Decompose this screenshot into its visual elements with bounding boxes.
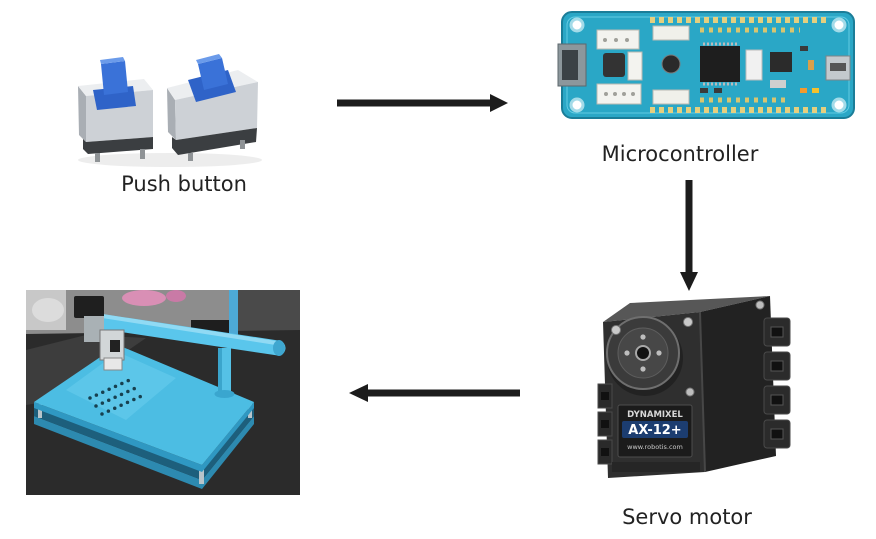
support-pole-base [214, 390, 235, 398]
button-base [172, 128, 257, 155]
standoff [38, 404, 42, 418]
screw-icon [683, 317, 693, 327]
white-component [745, 49, 763, 81]
assembled-device-photo [26, 290, 300, 495]
screw-icon [611, 325, 621, 335]
button-pin [240, 140, 245, 149]
background-shadow [236, 290, 300, 338]
push-button-pair-image [78, 54, 262, 167]
bracket-hole [770, 428, 784, 440]
bracket-hole [770, 360, 784, 372]
led [812, 88, 819, 93]
plate-holes-row [100, 392, 148, 416]
button-pin [140, 149, 145, 159]
usb-slot [830, 63, 846, 71]
smd-part [800, 46, 808, 51]
main-chip [700, 46, 740, 82]
servo-motor-image: DYNAMIXEL AX-12+ www.robotis.com [597, 296, 791, 478]
button-pin [95, 153, 100, 162]
plate-holes-row [88, 376, 136, 400]
plate-holes-row [94, 384, 142, 408]
mounting-hole [569, 17, 585, 33]
servo-right-face [700, 296, 776, 472]
servo-bottom-ridge [612, 462, 700, 472]
horn-hole [656, 350, 662, 356]
led [800, 88, 807, 93]
button-cap-stem [198, 58, 228, 90]
servo-top-face [603, 296, 770, 322]
button-housing-side [167, 88, 176, 140]
horn-center [635, 345, 651, 361]
crystal [770, 80, 786, 88]
smd-part [808, 60, 814, 70]
servo-edge [699, 311, 706, 473]
arrow-head [490, 94, 508, 112]
inductor [603, 53, 625, 77]
node-label-push-button: Push button [121, 172, 247, 196]
mounting-hole [831, 97, 847, 113]
gripper-bracket [84, 316, 104, 342]
mounting-hole [569, 97, 585, 113]
top-rod [229, 290, 238, 338]
button-pin [188, 153, 193, 161]
button-cap-top [100, 57, 125, 64]
mounting-hole [831, 17, 847, 33]
smd-part [700, 88, 708, 93]
arrow-down-icon [680, 180, 698, 291]
button-shadow [78, 153, 262, 167]
servo-model-strip [622, 421, 688, 438]
button-base [83, 137, 153, 154]
connector-bottom-middle [652, 89, 690, 105]
gripper-finger [103, 357, 123, 371]
support-pole-shade [218, 348, 222, 394]
capacitor [661, 54, 681, 74]
arm-end-cap [273, 340, 285, 356]
pink-object [166, 290, 186, 302]
horizontal-arm [84, 312, 286, 356]
servo-brand: DYNAMIXEL [627, 410, 683, 420]
push-button-right [167, 54, 258, 161]
plate-highlight [66, 352, 176, 420]
node-label-servo-motor: Servo motor [622, 505, 752, 529]
servo-model: AX-12+ [628, 423, 681, 438]
horn-hole [624, 350, 630, 356]
arrow-head [680, 272, 698, 291]
bracket-hole [770, 394, 784, 406]
arrow-left-icon [349, 384, 520, 402]
bracket-hole [601, 392, 609, 400]
arrow-head [349, 384, 368, 402]
small-chip [770, 52, 792, 72]
screw-icon [685, 387, 695, 397]
standoff [199, 468, 204, 484]
servo-website: www.robotis.com [627, 443, 683, 451]
smd-part [714, 88, 722, 93]
button-cap-top [196, 54, 222, 64]
gripper-part [110, 340, 120, 352]
node-label-microcontroller: Microcontroller [602, 142, 759, 166]
gripper-servo [74, 296, 104, 318]
background-object [32, 298, 64, 322]
button-cap-stem [101, 61, 128, 95]
device-photo-drawing [26, 290, 300, 495]
push-button-left [78, 57, 153, 162]
pink-object [122, 290, 166, 306]
button-housing-side [78, 86, 86, 142]
bracket-hole [770, 326, 784, 338]
horn-hole [640, 334, 646, 340]
jst-connector-mid [627, 51, 643, 81]
side-connector-slot [562, 50, 578, 80]
arm-highlight [94, 313, 278, 345]
connector-top-middle [652, 25, 690, 41]
jst-connector-bottom [596, 83, 642, 105]
bracket-hole [601, 420, 609, 428]
jst-connector-top [596, 29, 640, 50]
microcontroller-board-image [557, 11, 855, 119]
screw-icon [755, 300, 765, 310]
horn-hole [640, 366, 646, 372]
bracket-hole [601, 448, 609, 456]
arrow-right-icon [337, 94, 508, 112]
